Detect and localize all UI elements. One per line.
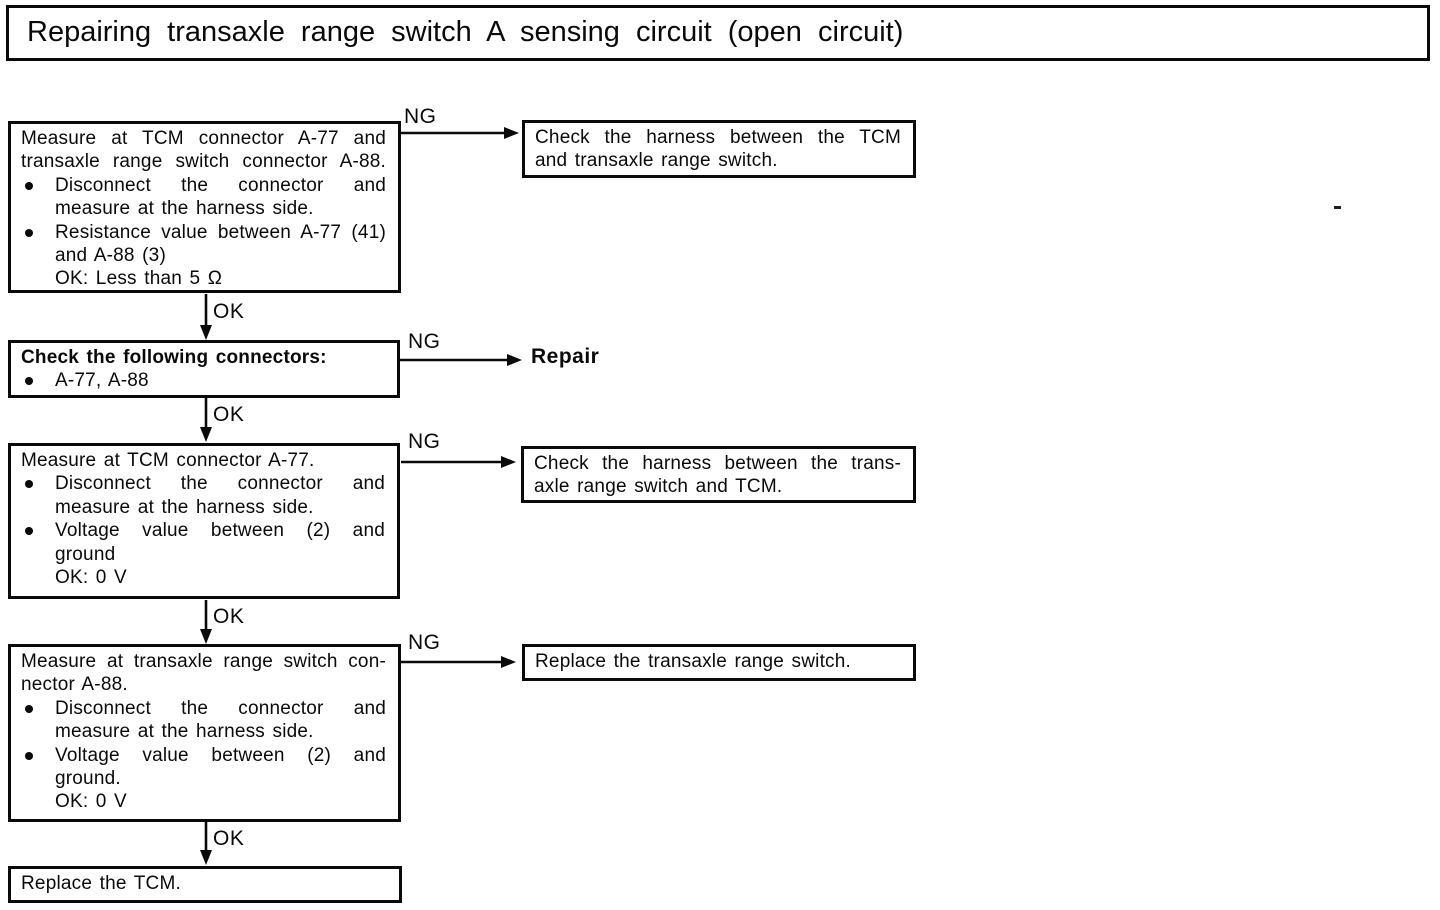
step2-box: Check the following connectors: A-77, A-… (8, 340, 400, 398)
step1-bullet1-line1: Disconnect the connector and (55, 174, 386, 196)
step4-bullet2-line1: Voltage value between (2) and (55, 744, 386, 766)
step3-bullet2: Voltage value between (2) and ground OK:… (21, 519, 385, 589)
step1-box: Measure at TCM connector A-77 and transa… (8, 121, 401, 293)
step2-title: Check the following connectors: (21, 347, 327, 368)
ok-label-1: OK (213, 300, 245, 323)
bullet-icon (25, 527, 33, 536)
ng-label-3: NG (408, 430, 441, 453)
ng-arrow-4 (401, 656, 516, 668)
step3-bullet1-line1: Disconnect the connector and (55, 473, 385, 495)
result3-line2: axle range switch and TCM. (534, 476, 783, 498)
ng-label-1: NG (404, 105, 437, 128)
step2-bullet1-line1: A-77, A-88 (55, 370, 149, 392)
step1-bullet2-line2: and A-88 (3) (55, 245, 166, 267)
ng-label-4: NG (408, 631, 441, 654)
step4-bullet1-line2: measure at the harness side. (55, 721, 314, 743)
step1-bullet2-line1: Resistance value between A-77 (41) (55, 221, 386, 243)
bullet-icon (25, 377, 33, 386)
ng-arrow-3 (401, 456, 516, 468)
step1-bullet2-line3: OK: Less than 5 Ω (55, 268, 223, 290)
ng-arrow-2 (399, 354, 522, 366)
ng-label-2: NG (408, 330, 441, 353)
step5-line1: Replace the TCM. (21, 873, 181, 894)
result1-box: Check the harness between the TCM and tr… (522, 120, 916, 178)
step3-bullet2-line2: ground (55, 543, 116, 565)
step1-bullet1-line2: measure at the harness side. (55, 198, 314, 220)
result1-line2: and transaxle range switch. (535, 150, 778, 172)
step1-intro-line1: Measure at TCM connector A-77 and (21, 128, 386, 149)
bullet-icon (25, 751, 33, 760)
step3-bullet1-line2: measure at the harness side. (55, 496, 314, 518)
result3-box: Check the harness between the trans- axl… (521, 446, 916, 503)
step2-bullet1: A-77, A-88 (21, 369, 385, 392)
title-box: Repairing transaxle range switch A sensi… (6, 5, 1430, 61)
ok-label-4: OK (213, 827, 245, 850)
result3-line1: Check the harness between the trans- (534, 453, 901, 474)
ok-label-3: OK (213, 605, 245, 628)
step4-bullet2: Voltage value between (2) and ground. OK… (21, 744, 386, 814)
ok-arrow-4 (200, 822, 212, 865)
step1-intro-line2: transaxle range switch connector A-88. (21, 151, 386, 173)
ok-arrow-2 (200, 398, 212, 442)
result4-line1: Replace the transaxle range switch. (535, 651, 851, 672)
step5-box: Replace the TCM. (8, 866, 402, 903)
result4-box: Replace the transaxle range switch. (522, 644, 916, 681)
scan-artifact-dot (1334, 206, 1341, 209)
step1-bullet2: Resistance value between A-77 (41) and A… (21, 221, 386, 291)
bullet-icon (25, 480, 33, 489)
ok-arrow-3 (200, 600, 212, 644)
ok-label-2: OK (213, 403, 245, 426)
step4-box: Measure at transaxle range switch con- n… (8, 644, 401, 822)
ok-arrow-1 (200, 294, 212, 340)
step4-intro-line1: Measure at transaxle range switch con- (21, 651, 386, 672)
step1-bullet1: Disconnect the connector and measure at … (21, 174, 386, 221)
step4-bullet2-line2: ground. (55, 768, 121, 790)
step4-intro-line2: nector A-88. (21, 674, 128, 696)
bullet-icon (25, 181, 33, 190)
step3-box: Measure at TCM connector A-77. Disconnec… (8, 443, 400, 599)
step3-bullet2-line3: OK: 0 V (55, 567, 127, 589)
step4-bullet2-line3: OK: 0 V (55, 791, 127, 813)
result2-repair-label: Repair (531, 345, 600, 368)
step3-bullet1: Disconnect the connector and measure at … (21, 472, 385, 519)
page-title: Repairing transaxle range switch A sensi… (27, 16, 904, 48)
step3-bullet2-line1: Voltage value between (2) and (55, 520, 385, 542)
bullet-icon (25, 228, 33, 237)
step4-bullet1-line1: Disconnect the connector and (55, 697, 386, 719)
step3-intro-line1: Measure at TCM connector A-77. (21, 450, 315, 471)
bullet-icon (25, 704, 33, 713)
result1-line1: Check the harness between the TCM (535, 127, 901, 148)
step4-bullet1: Disconnect the connector and measure at … (21, 697, 386, 744)
